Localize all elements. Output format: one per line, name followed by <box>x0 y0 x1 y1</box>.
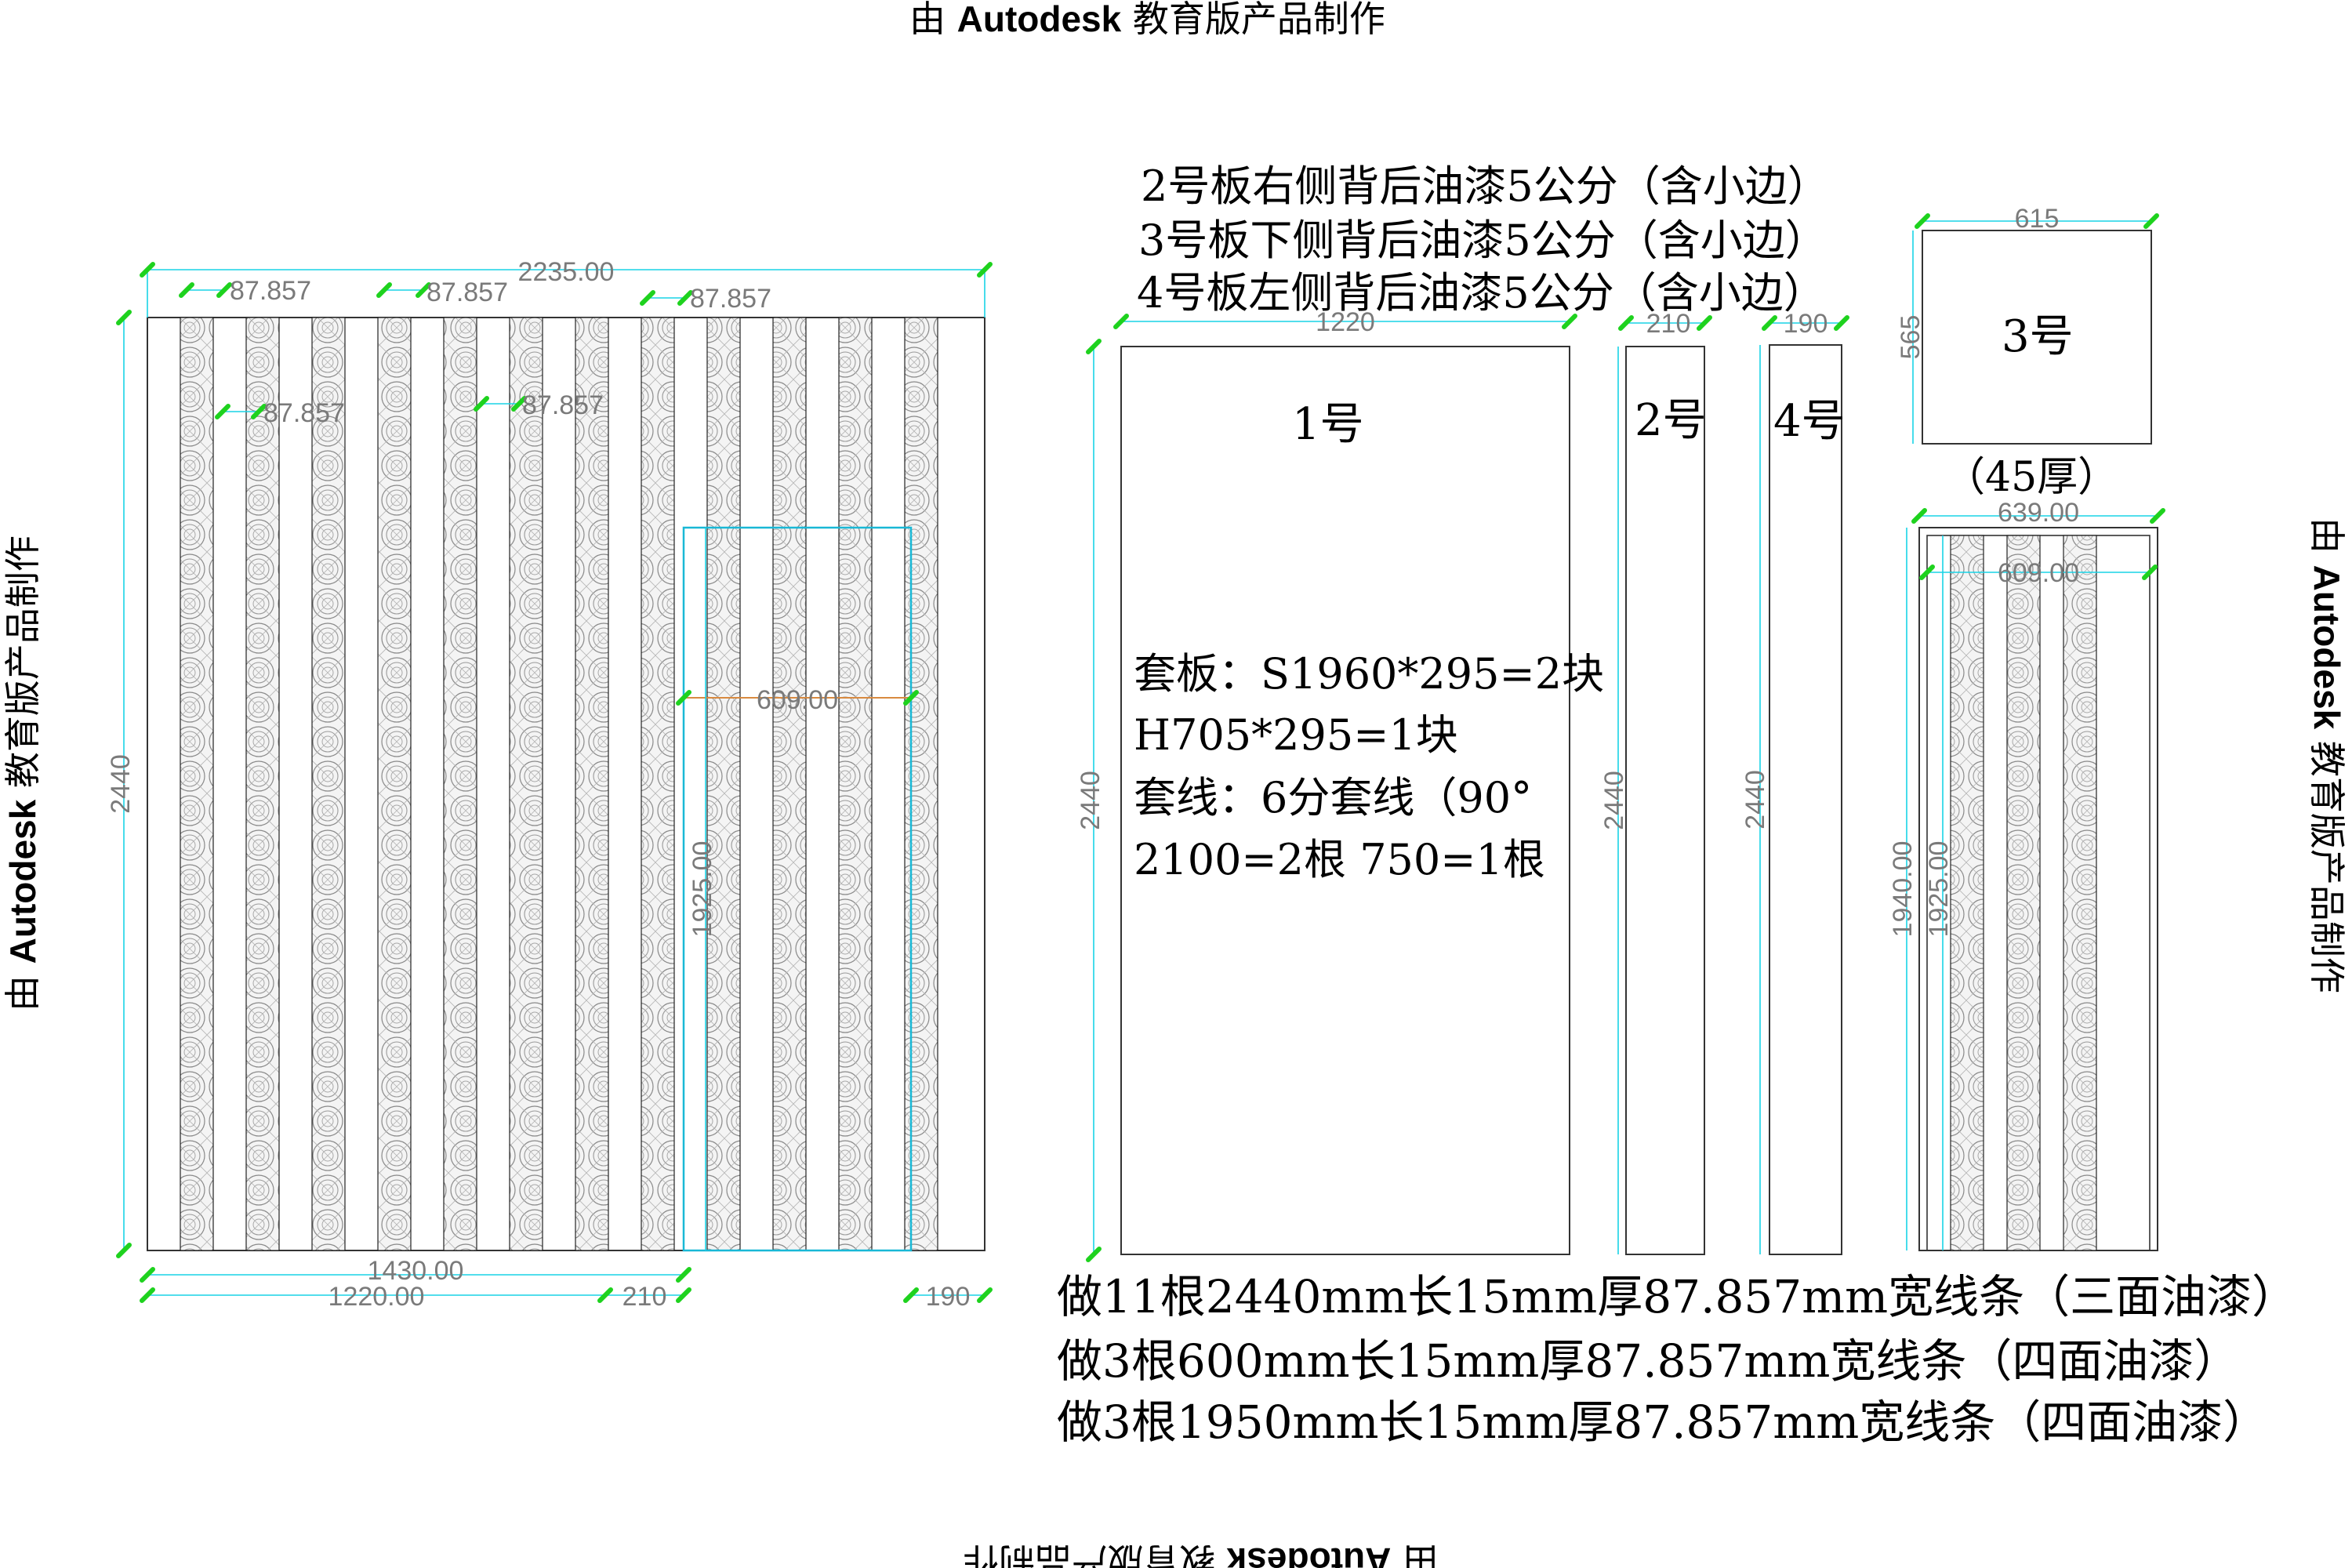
dim-bottom-210: 210 <box>622 1282 667 1312</box>
board-1: 1220 2440 1号 <box>1076 307 1577 1262</box>
board-1-width: 1220 <box>1316 307 1375 337</box>
wood-stripe-6 <box>575 317 609 1251</box>
wood-stripe-9 <box>772 317 807 1251</box>
watermark-left: 由 Autodesk 教育版产品制作 <box>2 535 44 1011</box>
wood-stripe-2 <box>311 317 346 1251</box>
board-1-label: 1号 <box>1292 399 1364 450</box>
dim-door-height: 1925.00 <box>688 841 717 938</box>
door-frame-stripes <box>1950 535 2097 1251</box>
door-frame-inner-height: 1925.00 <box>1924 841 1954 938</box>
board-3-width: 615 <box>2015 204 2060 234</box>
board-2-label: 2号 <box>1635 395 1707 446</box>
dim-bottom-1430: 1430.00 <box>368 1256 464 1286</box>
watermark-bottom: 由 Autodesk 教育版产品制作 <box>963 1540 1439 1568</box>
watermark-prefix: 由 <box>909 0 957 40</box>
trim-note-2: H705*295=1块 <box>1134 710 1458 760</box>
board-2-height: 2440 <box>1599 771 1629 830</box>
dim-stripe-gap-2: 87.857 <box>426 278 508 307</box>
board-1-outline <box>1120 346 1570 1255</box>
top-notes: 2号板右侧背后油漆5公分（含小边） 3号板下侧背后油漆5公分（含小边） 4号板左… <box>1137 162 1830 318</box>
wood-stripe-10 <box>838 317 873 1251</box>
dim-overall-width: 2235.00 <box>518 257 615 287</box>
note-board2: 2号板右侧背后油漆5公分（含小边） <box>1141 162 1830 211</box>
board-4-width: 190 <box>1784 309 1828 339</box>
bottom-notes: 做11根2440mm长15mm厚87.857mm宽线条（三面油漆） 做3根600… <box>1057 1270 2297 1449</box>
watermark-brand: Autodesk <box>957 0 1122 39</box>
watermark-brand: Autodesk <box>2307 565 2347 730</box>
watermark-suffix: 教育版产品制作 <box>963 1540 1227 1568</box>
board-3: 615 565 3号 （45厚） <box>1896 204 2159 501</box>
dim-stripe-gap-1: 87.857 <box>230 276 311 306</box>
trim-notes: 套板：S1960*295=2块 H705*295=1块 套线：6分套线（90° … <box>1134 649 1604 884</box>
wood-stripe-8 <box>706 317 741 1251</box>
board-3-height: 565 <box>1896 315 1926 360</box>
dim-door-width: 609.00 <box>757 685 838 715</box>
dim-stripe-gap-4: 87.857 <box>263 398 345 428</box>
door-frame-outer-height: 1940.00 <box>1888 841 1918 938</box>
note-board4: 4号板左侧背后油漆5公分（含小边） <box>1137 268 1826 318</box>
door-frame-outer-width: 639.00 <box>1998 498 2079 528</box>
watermark-prefix: 由 <box>1391 1540 1439 1568</box>
board-4-outline <box>1769 344 1842 1255</box>
board-2-width: 210 <box>1646 309 1691 339</box>
board-1-height: 2440 <box>1076 771 1105 830</box>
dim-stripe-gap-3: 87.857 <box>690 284 771 314</box>
wood-stripe-0 <box>180 317 214 1251</box>
trim-note-4: 2100=2根 750=1根 <box>1134 835 1545 884</box>
watermark-brand: Autodesk <box>1226 1541 1391 1568</box>
door-opening <box>682 526 913 1252</box>
left-wall-panel: 2235.00 2440 87.857 87.857 87.857 87.857… <box>106 257 993 1312</box>
watermark-suffix: 教育版产品制作 <box>2306 729 2348 993</box>
board-4-label: 4号 <box>1773 396 1846 447</box>
bottom-note-2: 做3根600mm长15mm厚87.857mm宽线条（四面油漆） <box>1057 1334 2239 1388</box>
board-2-outline <box>1625 346 1705 1255</box>
board-3-thickness: （45厚） <box>1944 454 2118 501</box>
watermark-prefix: 由 <box>2 964 44 1011</box>
watermark-suffix: 教育版产品制作 <box>1121 0 1385 40</box>
trim-note-1: 套板：S1960*295=2块 <box>1134 649 1604 699</box>
wood-stripe-4 <box>443 317 477 1251</box>
note-board3: 3号板下侧背后油漆5公分（含小边） <box>1138 216 1828 265</box>
watermark-brand: Autodesk <box>2 799 43 964</box>
board-4: 190 2440 4号 <box>1740 309 1849 1255</box>
frame-stripe-2 <box>2063 535 2097 1251</box>
frame-stripe-1 <box>2006 535 2041 1251</box>
board-2: 210 2440 2号 <box>1599 309 1712 1255</box>
dim-height: 2440 <box>106 754 136 814</box>
watermark-suffix: 教育版产品制作 <box>2 535 44 800</box>
wood-stripe-3 <box>377 317 412 1251</box>
dim-stripe-gap-5: 87.857 <box>522 390 604 420</box>
wood-stripe-5 <box>509 317 543 1251</box>
watermark-right: 由 Autodesk 教育版产品制作 <box>2306 517 2348 993</box>
wood-stripes <box>180 317 938 1251</box>
door-frame: 639.00 609.00 1940.00 1925.00 <box>1888 498 2165 1251</box>
dim-bottom-190: 190 <box>926 1282 971 1312</box>
bottom-note-3: 做3根1950mm长15mm厚87.857mm宽线条（四面油漆） <box>1057 1396 2268 1449</box>
board-3-label: 3号 <box>2002 311 2074 362</box>
bottom-note-1: 做11根2440mm长15mm厚87.857mm宽线条（三面油漆） <box>1057 1270 2297 1323</box>
frame-stripe-0 <box>1950 535 1984 1251</box>
wood-stripe-1 <box>245 317 280 1251</box>
board-3-outline <box>1922 230 2152 445</box>
trim-note-3: 套线：6分套线（90° <box>1134 773 1532 822</box>
watermark-top: 由 Autodesk 教育版产品制作 <box>909 0 1385 40</box>
wood-stripe-11 <box>904 317 938 1251</box>
board-4-height: 2440 <box>1740 770 1770 829</box>
watermark-prefix: 由 <box>2306 517 2348 565</box>
wood-stripe-7 <box>641 317 675 1251</box>
door-frame-inner-width: 609.00 <box>1998 558 2079 588</box>
dim-bottom-1220: 1220.00 <box>328 1282 425 1312</box>
